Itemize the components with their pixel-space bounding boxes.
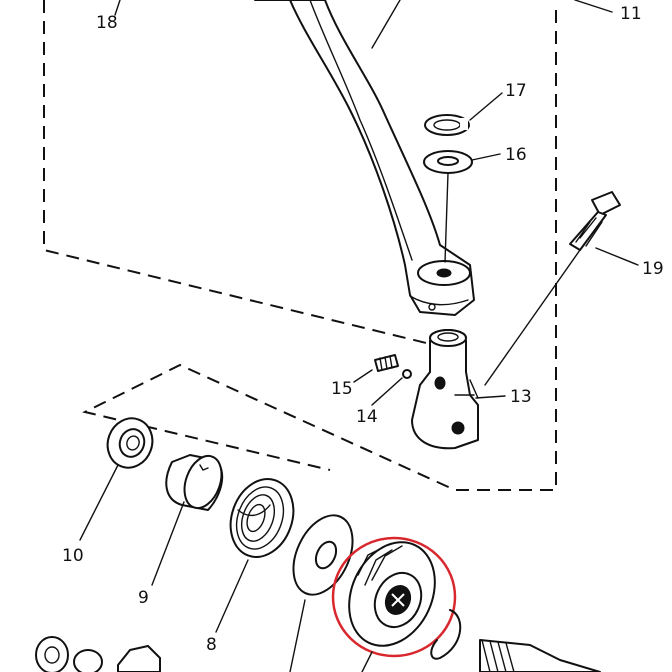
kick-shaft: [479, 639, 601, 672]
callout-15: 15: [331, 379, 353, 399]
callout-8: 8: [206, 635, 217, 655]
circlip: [424, 114, 470, 136]
callout-13: 13: [510, 387, 532, 407]
ratchet-gear: [348, 541, 436, 647]
callout-16: 16: [505, 145, 527, 165]
callout-17: 17: [505, 81, 527, 101]
thrust-washer: [106, 417, 154, 469]
callout-18: 18: [96, 13, 118, 33]
highlight-circle: [331, 536, 457, 658]
ball: [402, 369, 412, 379]
washer: [423, 150, 473, 174]
leader-lines: [79, 0, 639, 672]
spring-pin: [374, 354, 399, 372]
callout-10: 10: [62, 546, 84, 566]
alignment-line: [444, 172, 449, 263]
callout-labels: 18 11 17 16 19 15 14 13 10 9 8: [62, 4, 664, 655]
kick-boss: [411, 329, 479, 450]
assembly-outline: [43, 0, 557, 491]
callout-19: 19: [642, 259, 664, 279]
clip-spring: [430, 609, 462, 660]
callout-11: 11: [620, 4, 642, 24]
callout-14: 14: [356, 407, 378, 427]
callout-9: 9: [138, 588, 149, 608]
bushing: [165, 454, 224, 511]
kick-crank-arm: [254, 0, 475, 316]
torsion-spring: [229, 478, 295, 558]
bolt: [484, 191, 621, 386]
bottom-washers: [35, 636, 161, 672]
